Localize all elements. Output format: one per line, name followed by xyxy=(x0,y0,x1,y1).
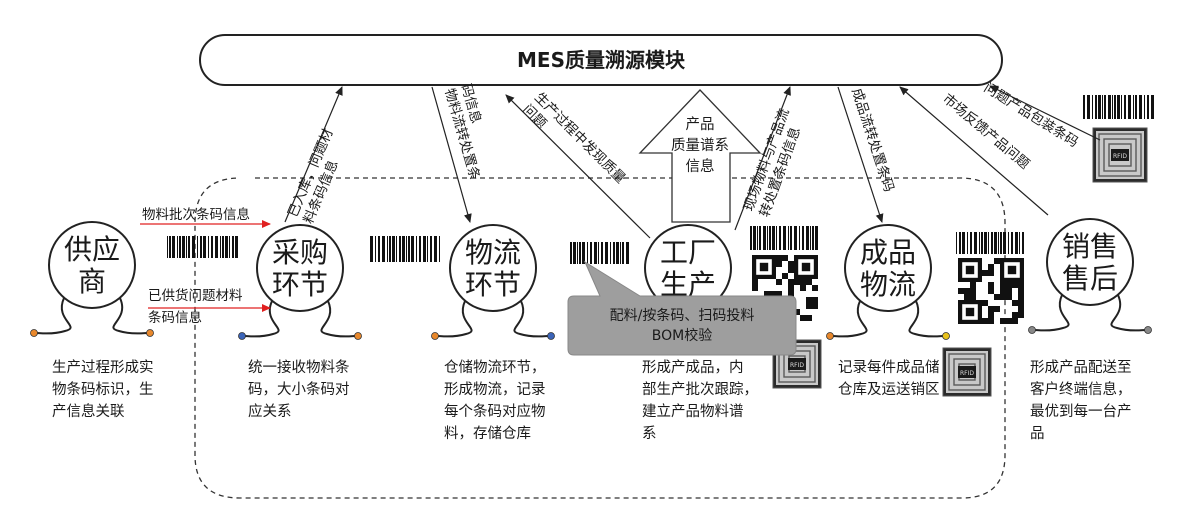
node-description-line: 应关系 xyxy=(248,402,292,420)
node-label: 采购 xyxy=(272,236,328,269)
barcode-icon xyxy=(750,226,818,250)
arrow-mes-to-finished xyxy=(837,86,884,223)
node-description-line: 统一接收物料条 xyxy=(248,359,350,376)
node-description-line: 形成产成品，内 xyxy=(642,359,744,376)
node-description-line: 仓库及运送销区 xyxy=(838,381,940,398)
rfid-tag-icon: RFID xyxy=(1092,127,1148,183)
node-label: 工厂 xyxy=(660,236,716,269)
rfid-label: RFID xyxy=(1113,153,1127,160)
node-label: 售后 xyxy=(1062,262,1118,295)
node-description-line: 记录每件成品储 xyxy=(838,359,940,376)
node-label: 物流 xyxy=(465,236,521,269)
node-endpoint-dot xyxy=(30,329,38,337)
flow-batch-barcode: 物料批次条码信息 xyxy=(142,206,250,223)
genealogy-line-3: 信息 xyxy=(686,158,715,175)
barcode-icon xyxy=(956,232,1024,254)
process-loop-boundary xyxy=(194,177,1006,499)
node-description-line: 形成产品配送至 xyxy=(1030,359,1132,376)
genealogy-up-arrow xyxy=(638,89,762,223)
node-logistics: 物流环节 xyxy=(431,224,555,340)
barcode-icon xyxy=(167,236,238,258)
genealogy-line-1: 产品 xyxy=(686,116,715,133)
node-endpoint-dot xyxy=(431,332,439,340)
node-endpoint-dot xyxy=(354,332,362,340)
arrow-purchase-to-mes xyxy=(284,86,343,223)
node-endpoint-dot xyxy=(942,332,950,340)
mes-title: MES质量溯源模块 xyxy=(517,48,686,72)
node-supplier: 供应商 xyxy=(30,221,154,337)
arrow-logistics-to-mes xyxy=(431,86,472,223)
callout-box xyxy=(567,260,797,356)
node-label: 供应 xyxy=(64,233,120,266)
node-description-line: 生产过程形成实 xyxy=(52,359,154,376)
node-label: 环节 xyxy=(272,268,328,301)
rfid-tag-icon: RFID xyxy=(772,339,822,389)
node-description-line: 部生产批次跟踪， xyxy=(642,381,758,398)
arrow-aftersales-packaging-to-mes xyxy=(989,85,1101,141)
node-label: 成品 xyxy=(860,236,916,269)
qr-code-icon xyxy=(958,258,1024,324)
node-endpoint-dot xyxy=(146,329,154,337)
node-endpoint-dot xyxy=(1028,326,1036,334)
barcode-icon xyxy=(1083,95,1154,119)
rfid-label: RFID xyxy=(960,370,974,377)
node-description-line: 形成物流，记录 xyxy=(444,381,546,398)
node-endpoint-dot xyxy=(547,332,555,340)
node-description-line: 品 xyxy=(1030,425,1045,442)
node-endpoint-dot xyxy=(1144,326,1152,334)
mes-banner xyxy=(199,34,1003,86)
callout-line-2: BOM校验 xyxy=(652,327,712,344)
node-description-line: 仓储物流环节， xyxy=(444,359,546,376)
arrow-aftersales-to-mes xyxy=(899,86,1049,216)
node-description-line: 每个条码对应物 xyxy=(444,402,546,420)
node-description-line: 系 xyxy=(642,425,657,442)
node-description-line: 物条码标识，生 xyxy=(52,381,154,398)
genealogy-line-2: 质量谱系 xyxy=(671,137,729,154)
node-label: 商 xyxy=(78,265,106,298)
arrow-mes-to-factory-issue xyxy=(505,94,651,239)
node-description-line: 建立产品物料谱 xyxy=(642,403,744,420)
node-label: 物流 xyxy=(860,268,916,301)
node-description-line: 料，存储仓库 xyxy=(444,425,531,442)
flow-supplied-issue-1: 已供货问题材料 xyxy=(148,287,243,304)
node-endpoint-dot xyxy=(238,332,246,340)
node-description-line: 产信息关联 xyxy=(52,403,125,420)
flow-supplied-issue-2: 条码信息 xyxy=(148,309,202,326)
callout-line-1: 配料/按条码、扫码投料 xyxy=(610,307,755,324)
flow-mes-to-factory-1: 生产过程中发现质量 xyxy=(531,90,628,187)
node-description-line: 客户终端信息， xyxy=(1030,381,1132,398)
barcode-icon xyxy=(570,242,629,264)
rfid-tag-icon: RFID xyxy=(942,347,992,397)
node-label: 环节 xyxy=(465,268,521,301)
node-description-line: 最优到每一台产 xyxy=(1030,403,1132,420)
barcode-icon xyxy=(370,236,440,262)
node-endpoint-dot xyxy=(826,332,834,340)
node-description-line: 码，大小条码对 xyxy=(248,381,350,398)
rfid-label: RFID xyxy=(790,362,804,369)
arrow-factory-to-mes xyxy=(734,86,791,231)
node-label: 销售 xyxy=(1062,230,1118,263)
